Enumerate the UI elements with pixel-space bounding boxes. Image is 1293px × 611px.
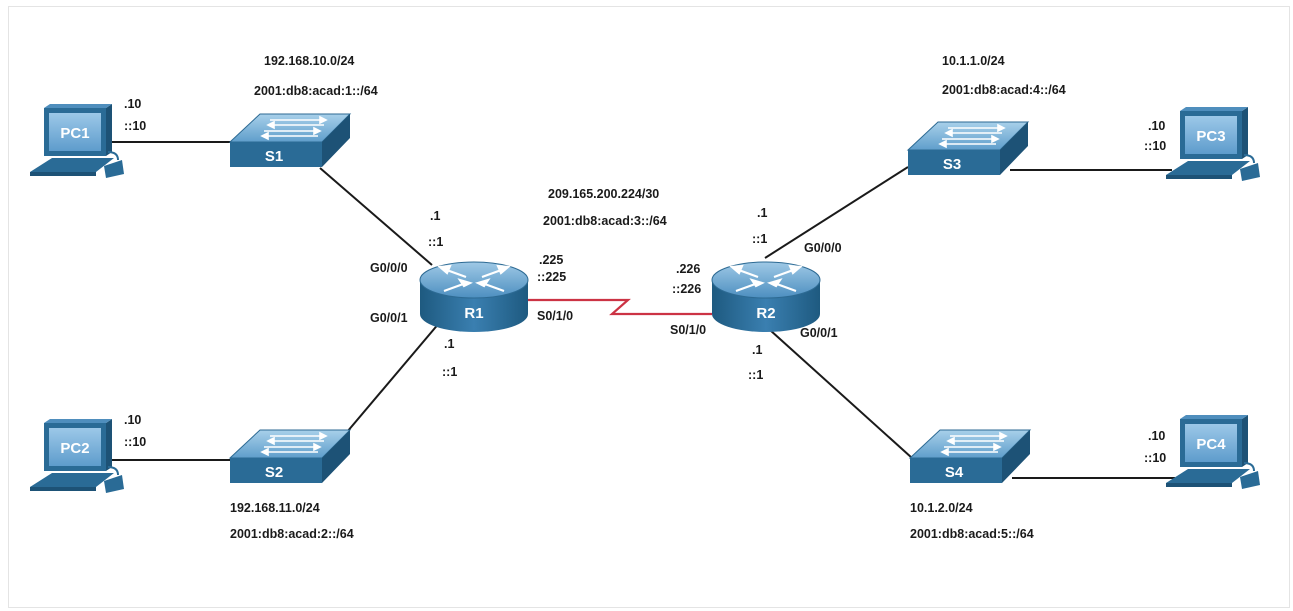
- r1-label: R1: [464, 305, 483, 322]
- r2-g001-name: G0/0/1: [800, 326, 838, 340]
- switch-icon: [907, 121, 1029, 176]
- pc2-ipv6: ::10: [124, 435, 146, 449]
- pc2-label: PC2: [60, 440, 89, 457]
- pc1-ipv4: .10: [124, 97, 141, 111]
- switch-icon: [909, 429, 1031, 484]
- lan4-ipv6: 2001:db8:acad:5::/64: [910, 527, 1034, 541]
- r1-g001-ipv6: ::1: [442, 365, 457, 379]
- lan2-ipv4: 192.168.11.0/24: [230, 501, 320, 515]
- pc3-ipv6: ::10: [1144, 139, 1166, 153]
- pc4-ipv4: .10: [1148, 429, 1165, 443]
- router-r2[interactable]: R2: [710, 260, 822, 334]
- pc2[interactable]: PC2: [29, 418, 125, 494]
- pc4-ipv6: ::10: [1144, 451, 1166, 465]
- r1-s010-ipv6: ::225: [537, 270, 566, 284]
- pc3-label: PC3: [1196, 128, 1225, 145]
- s3-label: S3: [943, 156, 961, 173]
- pc1-label: PC1: [60, 125, 89, 142]
- r2-g000-name: G0/0/0: [804, 241, 842, 255]
- s4-label: S4: [945, 464, 964, 481]
- r2-s010-ipv6: ::226: [672, 282, 701, 296]
- pc2-ipv4: .10: [124, 413, 141, 427]
- lan3-ipv6: 2001:db8:acad:4::/64: [942, 83, 1066, 97]
- wan-ipv4: 209.165.200.224/30: [548, 187, 659, 201]
- switch-icon: [229, 113, 351, 168]
- lan2-ipv6: 2001:db8:acad:2::/64: [230, 527, 354, 541]
- link-s2-r2: [346, 321, 441, 433]
- serial-link-r1-r2: [528, 298, 712, 316]
- link-s1-r1: [319, 167, 433, 266]
- s2-label: S2: [265, 464, 283, 481]
- r1-s010-ipv4: .225: [539, 253, 563, 267]
- lan1-ipv6: 2001:db8:acad:1::/64: [254, 84, 378, 98]
- r2-s010-ipv4: .226: [676, 262, 700, 276]
- pc1-ipv6: ::10: [124, 119, 146, 133]
- switch-s2[interactable]: S2: [229, 429, 351, 484]
- r1-g000-ipv6: ::1: [428, 235, 443, 249]
- links: [112, 141, 1175, 479]
- r1-g000-ipv4: .1: [430, 209, 440, 223]
- router-r1[interactable]: R1: [418, 260, 530, 334]
- s1-label: S1: [265, 148, 283, 165]
- r2-g001-ipv4: .1: [752, 343, 762, 357]
- switch-s1[interactable]: S1: [229, 113, 351, 168]
- r1-g000-name: G0/0/0: [370, 261, 408, 275]
- lan1-ipv4: 192.168.10.0/24: [264, 54, 354, 68]
- switch-icon: [229, 429, 351, 484]
- switch-s4[interactable]: S4: [909, 429, 1031, 484]
- pc3[interactable]: PC3: [1165, 106, 1261, 182]
- switch-s3[interactable]: S3: [907, 121, 1029, 176]
- pc4[interactable]: PC4: [1165, 414, 1261, 490]
- r1-g001-ipv4: .1: [444, 337, 454, 351]
- r2-g001-ipv6: ::1: [748, 368, 763, 382]
- pc4-label: PC4: [1196, 436, 1226, 453]
- diagram-frame: [8, 6, 1290, 608]
- pc3-ipv4: .10: [1148, 119, 1165, 133]
- r2-g000-ipv6: ::1: [752, 232, 767, 246]
- r2-label: R2: [756, 305, 775, 322]
- lan4-ipv4: 10.1.2.0/24: [910, 501, 973, 515]
- r2-g000-ipv4: .1: [757, 206, 767, 220]
- lan3-ipv4: 10.1.1.0/24: [942, 54, 1005, 68]
- r2-s010-name: S0/1/0: [670, 323, 706, 337]
- link-s3-r2: [764, 166, 909, 259]
- r1-g001-name: G0/0/1: [370, 311, 408, 325]
- wan-ipv6: 2001:db8:acad:3::/64: [543, 214, 667, 228]
- pc1[interactable]: PC1: [29, 103, 125, 179]
- r1-s010-name: S0/1/0: [537, 309, 573, 323]
- link-s4-r2: [769, 329, 913, 459]
